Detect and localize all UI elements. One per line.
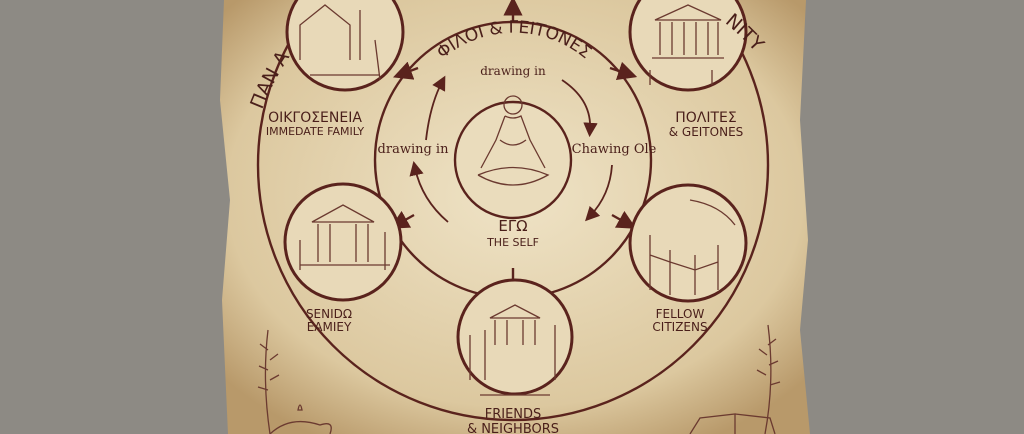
laurel-left-icon — [257, 329, 280, 434]
medallion-temple — [628, 0, 748, 92]
family-greek-label: ΟΙΚΓΟΣΕΝΕΙΑ — [268, 110, 362, 126]
fellow-citizens-label-1: FELLOW — [656, 307, 705, 321]
left-arrow-label: drawing in — [378, 142, 450, 157]
arrow-icon — [585, 164, 613, 222]
arrow-icon — [609, 61, 638, 81]
outer-ring — [256, 0, 770, 422]
arrow-icon — [425, 75, 446, 141]
flow-arrows — [389, 0, 638, 300]
laurel-right-icon — [756, 324, 781, 434]
self-title: ΕΓΩ — [498, 217, 527, 235]
friends-neighbors-label-1: FRIENDS — [485, 407, 542, 422]
polites-sublabel: & GEITONES — [669, 125, 744, 139]
extended-family-label-1: SENIDΩ — [306, 307, 352, 321]
arrow-icon — [389, 210, 415, 229]
fellow-citizens-label-2: CITIZENS — [652, 320, 707, 334]
friends-subtitle: drawing in — [480, 64, 546, 78]
medallion-extended-family — [283, 182, 403, 302]
medallions — [283, 0, 748, 396]
open-book-icon — [689, 413, 776, 434]
right-arrow-label: Chawing Ole — [572, 142, 657, 157]
meditating-figure-icon — [477, 95, 550, 186]
polites-label: ΠΟΛΙΤΕΣ — [675, 110, 737, 126]
self-subtitle: THE SELF — [486, 236, 539, 249]
arrow-icon — [561, 79, 598, 138]
medallion-fellow-citizens — [628, 183, 748, 303]
arrow-icon — [611, 210, 637, 229]
family-english-label: IMMEDATE FAMILY — [266, 125, 365, 138]
arrow-icon — [393, 61, 419, 80]
self-circle — [453, 100, 573, 220]
friends-neighbors-label-2: & NEIGHBORS — [467, 422, 559, 434]
medallion-friends-neighbors — [456, 278, 574, 396]
extended-family-label-2: EAMIEY — [307, 320, 352, 334]
arrow-icon — [409, 160, 449, 223]
medallion-village — [285, 0, 405, 92]
oil-lamp-icon — [269, 404, 332, 434]
